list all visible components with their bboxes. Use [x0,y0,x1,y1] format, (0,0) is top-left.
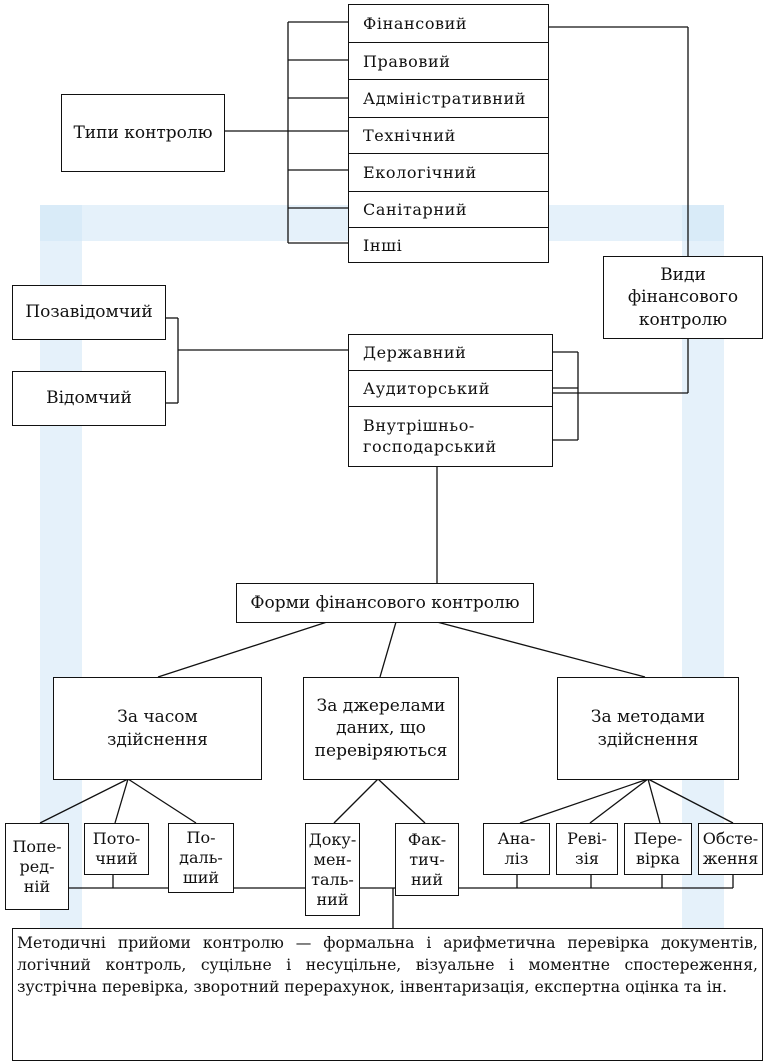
control-types-box: Типи контролю [61,94,225,172]
control-kind-item: Державний [348,334,553,370]
financial-control-kinds-title: Види фінансового контролю [627,265,739,330]
forms-title: Форми фінансового контролю [250,592,520,613]
control-type-item: Адміністративний [348,79,549,117]
methods-note-box: Методичні прийоми контролю — формальна і… [12,928,763,1061]
control-kind-item: Внутрішньо- господарський [348,406,553,467]
control-type-item: Правовий [348,42,549,79]
watermark-right-bar [682,205,724,1020]
form-item-box: Реві- зія [556,823,618,875]
form-item-box: Пере- вірка [624,823,692,875]
control-types-title: Типи контролю [73,122,213,143]
state-subtype-box: Позавідомчий [12,285,166,340]
form-item-box: Фак- тич- ний [395,823,459,896]
form-item-box: По- даль- ший [168,823,234,893]
control-kind-item: Аудиторський [348,370,553,406]
form-item-box: Попе- ред- ній [5,823,69,910]
form-group-box: За джерелами даних, що перевіряються [303,677,459,780]
forms-title-box: Форми фінансового контролю [236,583,534,623]
methods-note-text: Методичні прийоми контролю — формальна і… [17,934,758,997]
financial-control-kinds-box: Види фінансового контролю [603,256,763,339]
form-item-box: Доку- мен- таль- ний [305,823,360,916]
form-item-box: Пото- чний [84,823,149,875]
control-type-item: Екологічний [348,153,549,191]
control-type-item: Технічний [348,117,549,153]
form-item-box: Обсте- ження [698,823,763,875]
form-group-box: За часом здійснення [53,677,262,780]
control-type-item: Санітарний [348,191,549,227]
control-type-item: Інші [348,227,549,263]
control-type-item: Фінансовий [348,4,549,42]
state-subtype-box: Відомчий [12,371,166,426]
form-group-box: За методами здійснення [557,677,739,780]
form-item-box: Ана- ліз [483,823,550,875]
